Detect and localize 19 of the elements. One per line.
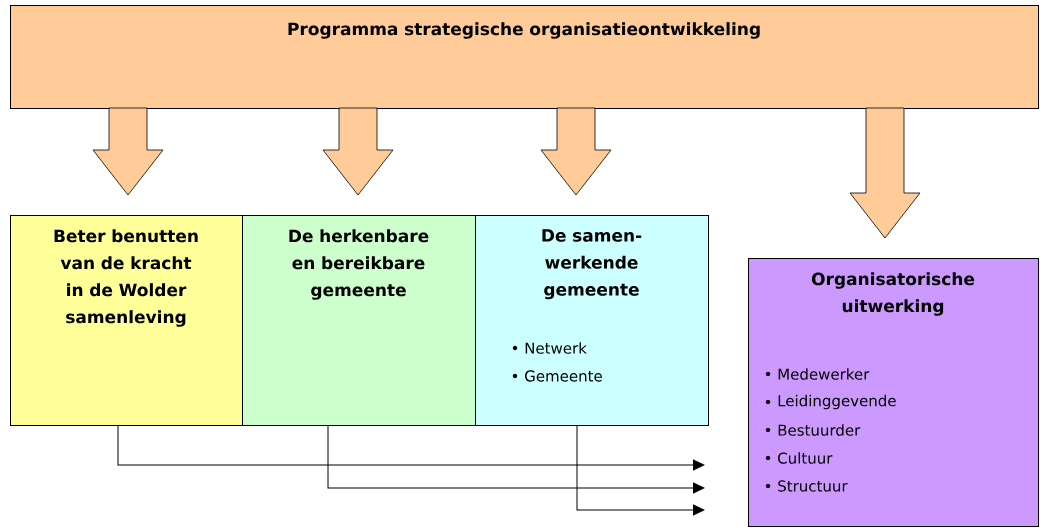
list-item: Bestuurder <box>765 424 861 436</box>
text-box: De samen- werkende gemeente Netwerk Gemeente <box>475 215 709 426</box>
list-item: Structuur <box>765 480 848 492</box>
block-arrow <box>92 107 164 196</box>
text-box: De herkenbare en bereikbare gemeente <box>242 215 476 426</box>
text-box: Beter benutten van de kracht in de Wolder samenleving <box>10 215 243 426</box>
arrow <box>576 425 705 516</box>
list-item: Gemeente <box>512 370 602 382</box>
list-item: Netwerk <box>512 342 587 354</box>
block-arrow <box>849 107 921 239</box>
block-arrow <box>540 107 612 196</box>
list-item: Leidinggevende <box>765 394 896 410</box>
arrow <box>327 425 705 494</box>
title-banner: Programma strategische organisatieontwikkeling <box>10 5 1039 109</box>
list-item: Cultuur <box>765 452 833 464</box>
text-box: Organisatorische uitwerking Medewerker Leidinggevende Bestuurder Cultuur Structuur <box>748 258 1039 527</box>
arrow <box>117 425 705 471</box>
list-item: Medewerker <box>765 368 870 380</box>
block-arrow <box>322 107 394 196</box>
